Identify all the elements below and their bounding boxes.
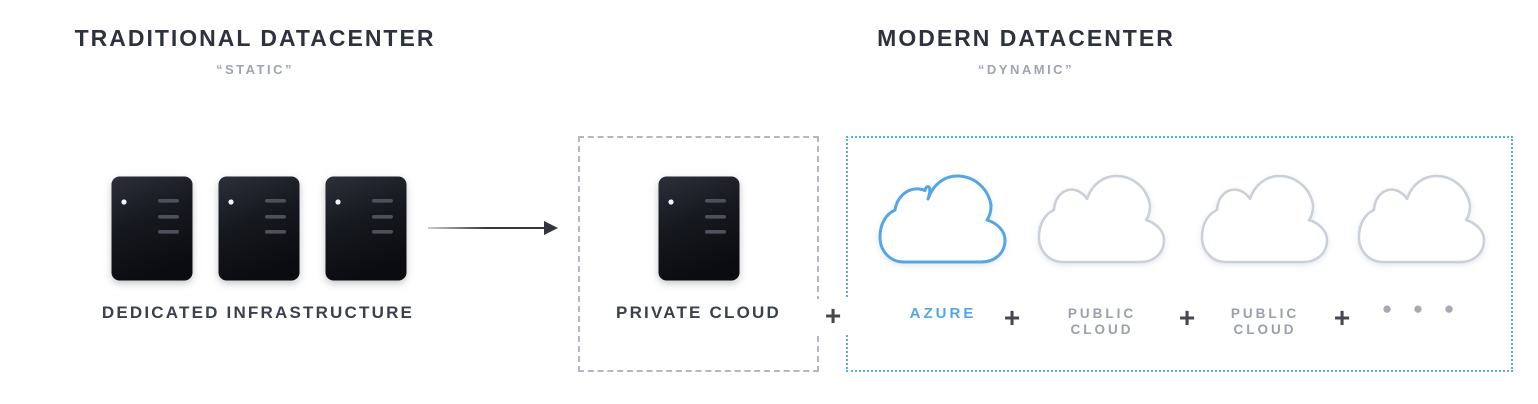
plus-icon: + [1178,302,1196,333]
cloud-item-public-2: PUBLIC CLOUD [1190,174,1340,338]
public-clouds-box: AZURE + PUBLIC CLOUD + PUBLIC CLOUD + ● … [846,136,1513,372]
modern-section-header: MODERN DATACENTER “DYNAMIC” [826,26,1226,77]
server-icon [325,176,407,281]
private-cloud-label: PRIVATE CLOUD [616,303,781,322]
traditional-section-header: TRADITIONAL DATACENTER “STATIC” [55,26,455,77]
arrow-head [544,221,558,235]
arrow-shaft [428,227,547,229]
traditional-subtitle: “STATIC” [215,62,294,77]
server-icon [111,176,193,281]
modern-title: MODERN DATACENTER [877,25,1175,51]
plus-icon: + [1333,302,1351,333]
cloud-item-azure: AZURE [868,174,1018,322]
arrow-right-icon [428,221,558,235]
ellipsis-dots-icon: ● ● ● [1381,299,1463,318]
modern-subtitle: “DYNAMIC” [977,62,1075,77]
public-cloud-label: PUBLIC CLOUD [1230,306,1300,337]
azure-cloud-icon [878,174,1007,264]
azure-label: AZURE [909,305,977,322]
private-cloud-box: PRIVATE CLOUD [578,136,819,372]
plus-icon: + [816,299,850,333]
cloud-item-more: ● ● ● [1347,174,1497,317]
public-cloud-label: PUBLIC CLOUD [1067,306,1137,337]
cloud-icon [1200,174,1329,264]
server-icon [658,176,739,281]
plus-icon: + [1003,302,1021,333]
cloud-item-public-1: PUBLIC CLOUD [1027,174,1177,338]
cloud-icon [1357,174,1486,264]
dedicated-servers-row [110,175,408,282]
dedicated-infrastructure-label: DEDICATED INFRASTRUCTURE [101,303,415,322]
cloud-icon [1037,174,1166,264]
server-icon [218,176,300,281]
traditional-title: TRADITIONAL DATACENTER [74,25,436,51]
